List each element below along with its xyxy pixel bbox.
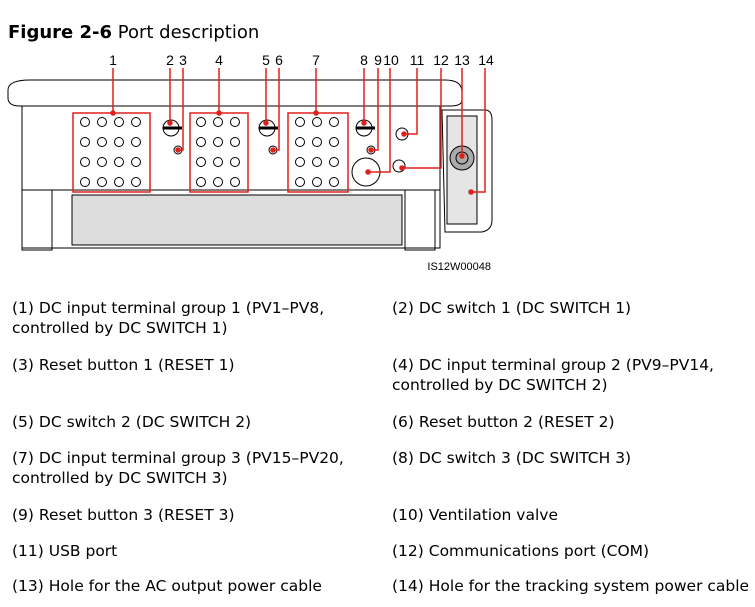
- port-description-item: (13) Hole for the AC output power cable: [12, 576, 322, 596]
- pv-terminal: [114, 137, 124, 147]
- pv-terminal: [114, 177, 124, 187]
- port-description-item: (14) Hole for the tracking system power …: [392, 576, 749, 596]
- pv-terminal: [312, 117, 322, 127]
- pv-terminal: [97, 117, 107, 127]
- callout-11: 11: [410, 52, 425, 68]
- pv-terminal: [131, 137, 141, 147]
- figure-image-id: IS12W00048: [427, 261, 491, 273]
- callout-10: 10: [383, 52, 399, 68]
- pv-terminal: [312, 137, 322, 147]
- callout-9: 9: [374, 52, 382, 68]
- description-line: (11) USB port: [12, 542, 118, 560]
- pv-terminal: [329, 137, 339, 147]
- callout-7: 7: [312, 52, 320, 68]
- port-description-item: (12) Communications port (COM): [392, 541, 649, 561]
- callout-2: 2: [166, 52, 174, 68]
- description-line: (14) Hole for the tracking system power …: [392, 577, 750, 595]
- port-diagram: 1 2 3 4 5 6 7 8 9 10 11 12 13 14 IS12W00…: [7, 52, 494, 273]
- description-line: (6) Reset button 2 (RESET 2): [392, 413, 615, 431]
- pv-terminal: [312, 157, 322, 167]
- pv-terminal: [97, 177, 107, 187]
- description-line: (13) Hole for the AC output power cable: [12, 577, 322, 595]
- port-description-item: (8) DC switch 3 (DC SWITCH 3): [392, 448, 631, 468]
- pv-terminal: [213, 157, 223, 167]
- pv-terminal: [196, 177, 206, 187]
- pv-terminal: [131, 117, 141, 127]
- pv-terminal: [329, 177, 339, 187]
- pv-terminal: [230, 117, 240, 127]
- pv-terminal: [329, 117, 339, 127]
- pv-terminal: [80, 137, 90, 147]
- description-line: (2) DC switch 1 (DC SWITCH 1): [392, 299, 632, 317]
- description-line: controlled by DC SWITCH 1): [12, 319, 228, 337]
- pv-terminal: [213, 137, 223, 147]
- callout-13: 13: [454, 52, 470, 68]
- description-line: controlled by DC SWITCH 3): [12, 469, 228, 487]
- pv-terminal: [131, 177, 141, 187]
- pv-terminal: [312, 177, 322, 187]
- description-line: (10) Ventilation valve: [392, 506, 558, 524]
- description-line: (4) DC input terminal group 2 (PV9–PV14,: [392, 356, 714, 374]
- pv-terminal: [213, 117, 223, 127]
- pv-terminal: [230, 177, 240, 187]
- pv-terminal: [131, 157, 141, 167]
- description-line: (9) Reset button 3 (RESET 3): [12, 506, 235, 524]
- port-description-item: (9) Reset button 3 (RESET 3): [12, 505, 235, 525]
- port-description-item: (4) DC input terminal group 2 (PV9–PV14,…: [392, 355, 714, 395]
- description-line: (3) Reset button 1 (RESET 1): [12, 356, 235, 374]
- pv-terminal: [97, 157, 107, 167]
- callout-8: 8: [360, 52, 368, 68]
- callout-1: 1: [109, 52, 117, 68]
- pv-terminal: [295, 157, 305, 167]
- port-description-item: (7) DC input terminal group 3 (PV15–PV20…: [12, 448, 344, 488]
- description-line: (5) DC switch 2 (DC SWITCH 2): [12, 413, 252, 431]
- figure-number: Figure 2-6: [8, 22, 113, 43]
- pv-terminal: [80, 157, 90, 167]
- port-description-item: (6) Reset button 2 (RESET 2): [392, 412, 615, 432]
- port-description-item: (1) DC input terminal group 1 (PV1–PV8, c…: [12, 298, 324, 338]
- pv-terminal: [230, 137, 240, 147]
- callout-12: 12: [433, 52, 449, 68]
- pv-terminal: [295, 137, 305, 147]
- callout-4: 4: [215, 52, 223, 68]
- pv-terminal: [295, 117, 305, 127]
- port-description-item: (5) DC switch 2 (DC SWITCH 2): [12, 412, 251, 432]
- pv-terminal: [97, 137, 107, 147]
- pv-terminal: [114, 117, 124, 127]
- terminal-group-1-box: [72, 112, 151, 193]
- pv-terminal: [230, 157, 240, 167]
- pv-terminal: [196, 117, 206, 127]
- port-description-item: (10) Ventilation valve: [392, 505, 558, 525]
- pv-terminal: [80, 177, 90, 187]
- port-description-item: (3) Reset button 1 (RESET 1): [12, 355, 235, 375]
- pv-terminal: [329, 157, 339, 167]
- description-line: (8) DC switch 3 (DC SWITCH 3): [392, 449, 632, 467]
- port-description-item: (11) USB port: [12, 541, 117, 561]
- port-description-item: (2) DC switch 1 (DC SWITCH 1): [392, 298, 631, 318]
- callout-3: 3: [179, 52, 187, 68]
- pv-terminal: [213, 177, 223, 187]
- pv-terminal: [114, 157, 124, 167]
- description-line: controlled by DC SWITCH 2): [392, 376, 608, 394]
- figure-caption: Figure 2-6 Port description: [8, 22, 259, 43]
- callout-14: 14: [478, 52, 494, 68]
- description-line: (1) DC input terminal group 1 (PV1–PV8,: [12, 299, 325, 317]
- figure-title: Port description: [117, 22, 260, 43]
- pv-terminal: [196, 137, 206, 147]
- callout-6: 6: [275, 52, 283, 68]
- pv-terminal: [80, 117, 90, 127]
- pv-terminal: [196, 157, 206, 167]
- callout-5: 5: [262, 52, 270, 68]
- pv-terminal: [295, 177, 305, 187]
- description-line: (12) Communications port (COM): [392, 542, 650, 560]
- description-line: (7) DC input terminal group 3 (PV15–PV20…: [12, 449, 344, 467]
